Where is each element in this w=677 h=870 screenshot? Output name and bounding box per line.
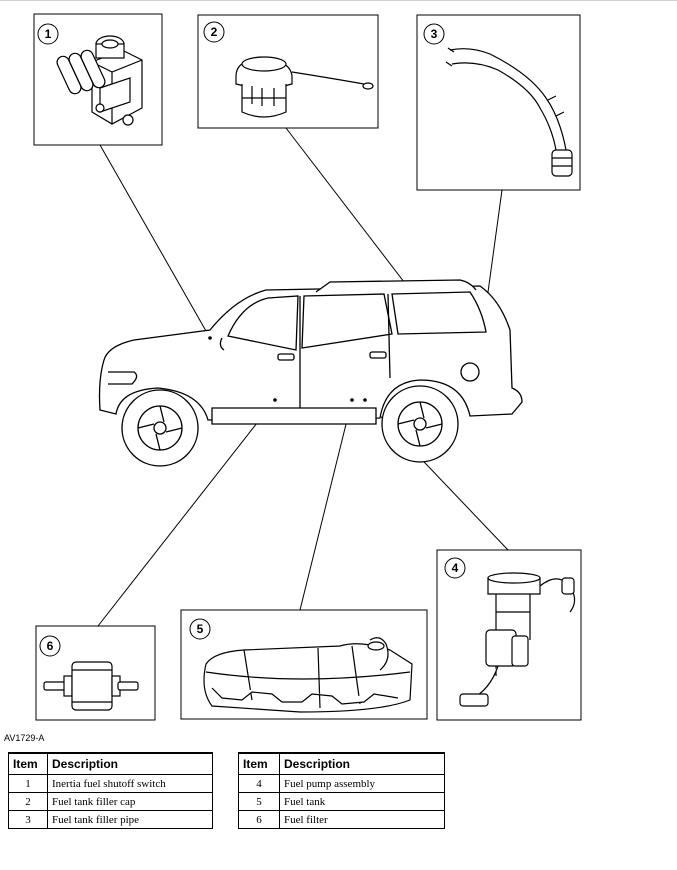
fuel-tank-illustration <box>203 637 413 713</box>
item-number: 6 <box>238 810 280 829</box>
item-description: Fuel filter <box>279 810 445 829</box>
callout-circle-6 <box>39 635 61 657</box>
item-number: 2 <box>8 792 48 811</box>
panel-4-frame <box>436 549 582 721</box>
table-row: 3 Fuel tank filler pipe <box>8 810 213 829</box>
filler-pipe-illustration <box>445 47 573 177</box>
callout-number-6: 6 <box>47 639 54 653</box>
column-header-description: Description <box>47 752 213 775</box>
top-rule <box>0 0 677 1</box>
column-header-item: Item <box>8 752 48 775</box>
table-row: 1 Inertia fuel shutoff switch <box>8 774 213 793</box>
callout-number-5: 5 <box>197 622 204 636</box>
item-description: Inertia fuel shutoff switch <box>47 774 213 793</box>
legend-header-row: Item Description <box>8 752 213 775</box>
fuel-system-diagram: 1 2 3 4 5 6 <box>33 13 582 721</box>
item-description: Fuel tank filler cap <box>47 792 213 811</box>
callout-circle-3 <box>423 23 445 45</box>
inertia-switch-illustration <box>56 35 143 126</box>
callout-number-3: 3 <box>431 27 438 41</box>
item-number: 1 <box>8 774 48 793</box>
panel-3-frame <box>416 14 581 191</box>
table-row: 2 Fuel tank filler cap <box>8 792 213 811</box>
vehicle-illustration <box>98 279 523 467</box>
callout-circle-1 <box>37 23 59 45</box>
callout-circle-5 <box>189 618 211 640</box>
panel-2-frame <box>197 14 379 129</box>
item-description: Fuel tank <box>279 792 445 811</box>
column-header-item: Item <box>238 752 280 775</box>
legend-header-row: Item Description <box>238 752 445 775</box>
item-number: 4 <box>238 774 280 793</box>
callout-number-1: 1 <box>45 27 52 41</box>
filler-cap-illustration <box>235 56 374 118</box>
table-row: 5 Fuel tank <box>238 792 445 811</box>
table-row: 4 Fuel pump assembly <box>238 774 445 793</box>
leader-line-5 <box>299 399 353 611</box>
leader-line-1 <box>99 144 211 339</box>
table-row: 6 Fuel filter <box>238 810 445 829</box>
component-location-dots <box>208 336 367 402</box>
fuel-filter-illustration <box>43 661 139 711</box>
figure-code: AV1729-A <box>4 733 45 743</box>
callout-circle-4 <box>444 557 466 579</box>
callout-number-2: 2 <box>211 25 218 39</box>
panel-6-frame <box>35 625 156 721</box>
column-header-description: Description <box>279 752 445 775</box>
panel-1-frame <box>33 13 163 146</box>
item-description: Fuel tank filler pipe <box>47 810 213 829</box>
fuel-pump-illustration <box>459 572 576 707</box>
legend-table-left: Item Description 1 Inertia fuel shutoff … <box>8 752 213 829</box>
item-number: 3 <box>8 810 48 829</box>
item-description: Fuel pump assembly <box>279 774 445 793</box>
panel-5-frame <box>180 609 428 720</box>
item-number: 5 <box>238 792 280 811</box>
leader-line-6 <box>97 399 276 627</box>
legend-table-right: Item Description 4 Fuel pump assembly 5 … <box>238 752 445 829</box>
callout-number-4: 4 <box>452 561 459 575</box>
callout-circle-2 <box>203 21 225 43</box>
